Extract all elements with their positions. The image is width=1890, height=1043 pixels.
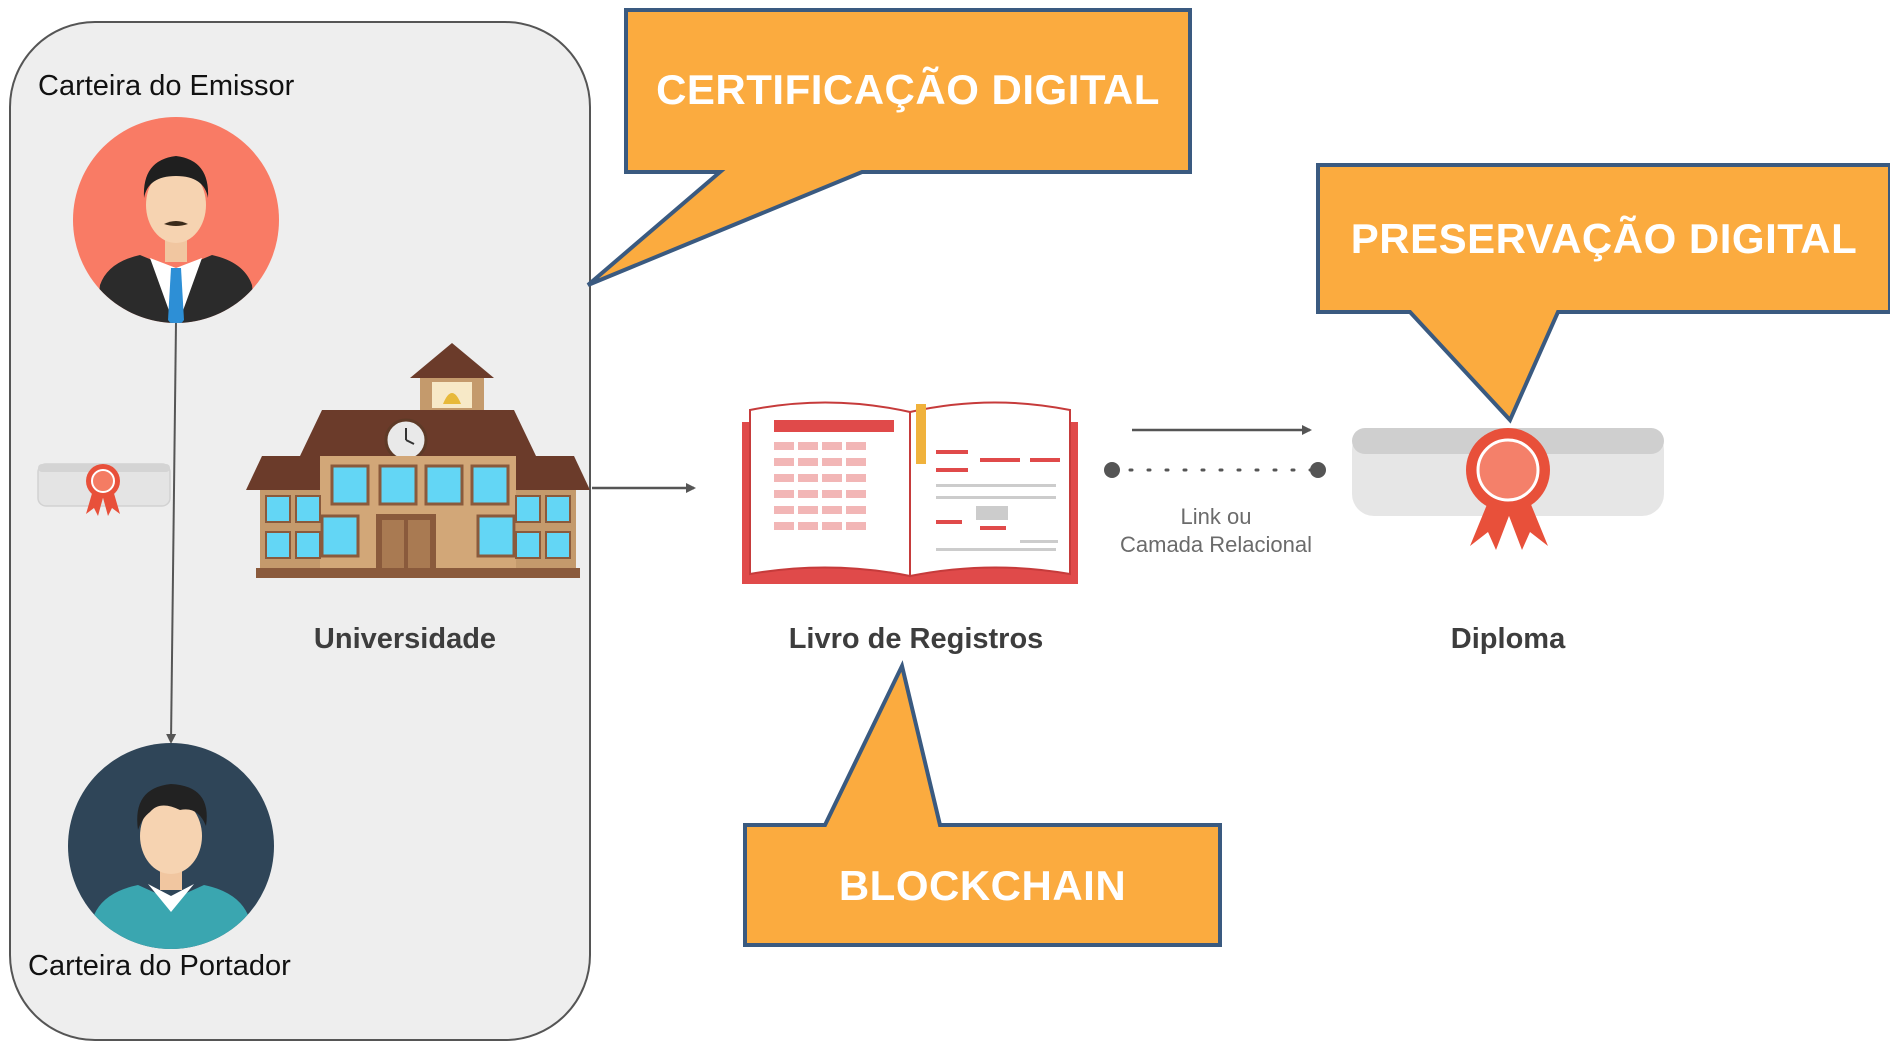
- diploma-icon: [1352, 428, 1664, 550]
- university-building-icon: [246, 343, 590, 578]
- issuer-to-holder-connector: [166, 321, 177, 744]
- link-label-line1: Link ou: [1180, 504, 1252, 529]
- link-label-line2: Camada Relacional: [1120, 532, 1312, 557]
- blockchain-callout-text: BLOCKCHAIN: [838, 862, 1127, 909]
- small-diploma-icon: [37, 463, 171, 516]
- issuer-avatar: [73, 117, 279, 323]
- preservation-callout-shape: [1316, 163, 1890, 424]
- holder-wallet-label: Carteira do Portador: [28, 950, 291, 982]
- holder-avatar: [68, 743, 274, 949]
- certification-callout-text: CERTIFICAÇÃO DIGITAL: [656, 66, 1160, 113]
- university-label: Universidade: [313, 623, 497, 655]
- blockchain-callout-shape: [743, 660, 1222, 947]
- ledger-label: Livro de Registros: [788, 623, 1044, 655]
- issuer-wallet-label: Carteira do Emissor: [38, 70, 295, 102]
- preservation-callout-text: PRESERVAÇÃO DIGITAL: [1350, 215, 1858, 262]
- certification-callout-shape: [586, 8, 1192, 287]
- ledger-book-icon: [742, 401, 1078, 584]
- diploma-label: Diploma: [1450, 623, 1566, 655]
- relational-link-connector: [1104, 462, 1326, 478]
